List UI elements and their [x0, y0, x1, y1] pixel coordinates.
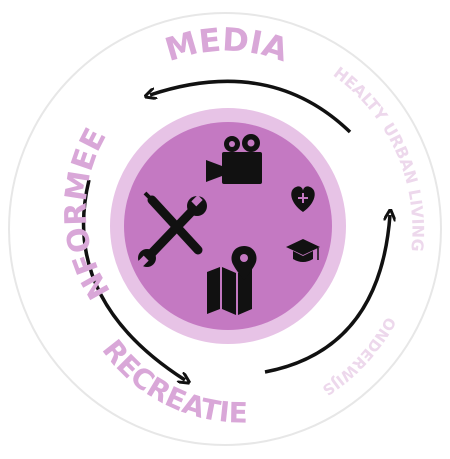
graduation-cap-icon	[286, 239, 320, 262]
video-camera-icon	[206, 134, 262, 184]
arrow-left	[81, 179, 185, 380]
tools-icon	[137, 191, 207, 267]
arrow-top	[150, 79, 352, 134]
heart-plus-icon	[291, 186, 315, 212]
inner-disc	[124, 122, 332, 330]
arrow-bottom-right	[264, 215, 390, 374]
map-pin-icon	[207, 246, 257, 315]
